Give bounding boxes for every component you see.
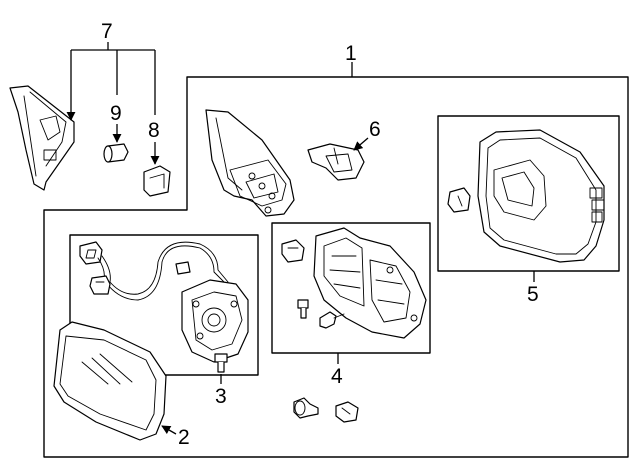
assembly-outline: [43, 76, 629, 458]
callout-7: 7: [101, 20, 113, 43]
cylinder-part-9: [103, 124, 129, 163]
callout-3: 3: [215, 385, 227, 408]
mirror-trim-cover-part: [9, 85, 75, 191]
screw-3: [214, 353, 228, 384]
callout-6: 6: [369, 118, 381, 141]
callout-7-bracket: [66, 42, 156, 121]
loose-clip: [335, 401, 359, 423]
mirror-bracket-base-4: [313, 227, 427, 339]
callout-4: 4: [331, 365, 343, 388]
clip-part-8: [143, 142, 171, 197]
harness-clip-3: [89, 261, 191, 295]
mirror-housing-part-5: [477, 129, 605, 263]
loose-screw: [293, 397, 319, 419]
cover-part-6: [307, 137, 369, 181]
callout-2-leader: [161, 425, 177, 435]
callout-8: 8: [148, 119, 160, 142]
subassembly-5-box: [437, 115, 620, 272]
connector-small-5: [447, 187, 471, 213]
callout-9: 9: [110, 102, 122, 125]
callout-1: 1: [345, 42, 357, 65]
mirror-glass-part-2: [53, 321, 167, 441]
mirror-base-shell-part: [205, 109, 295, 217]
screws-4: [297, 299, 345, 329]
connector-4: [281, 239, 305, 263]
mirror-motor-3: [181, 279, 249, 363]
subassembly-4-box: [271, 222, 431, 354]
connector-plug-3: [79, 241, 103, 265]
callout-2: 2: [178, 426, 190, 449]
callout-5: 5: [527, 283, 539, 306]
